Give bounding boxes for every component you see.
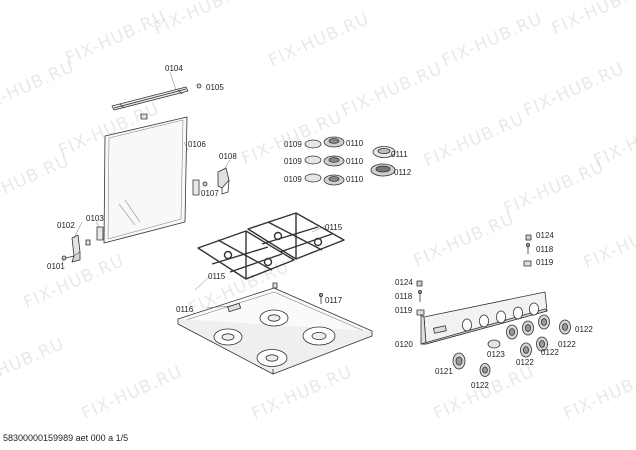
- callout-0120: 0120: [395, 340, 413, 349]
- wok-burner-cap: [370, 163, 396, 177]
- spring-icon: [272, 282, 278, 289]
- door-clip: [140, 113, 148, 120]
- callout-0115: 0115: [208, 272, 226, 281]
- callout-0103: 0103: [86, 214, 104, 223]
- callout-0112: 0112: [394, 168, 412, 177]
- callout-0122: 0122: [558, 340, 576, 349]
- callout-0123: 0123: [487, 350, 505, 359]
- callout-0101: 0101: [47, 262, 65, 271]
- leader-lines: [61, 71, 326, 309]
- callout-0116: 0116: [176, 305, 194, 314]
- callout-0104: 0104: [165, 64, 183, 73]
- callout-0102: 0102: [57, 221, 75, 230]
- indicator-lamp: [416, 234, 532, 287]
- callout-0109: 0109: [284, 175, 302, 184]
- callout-0109: 0109: [284, 140, 302, 149]
- door-top-trim: [111, 86, 189, 111]
- left-hinge-block: [85, 226, 104, 246]
- callout-0117: 0117: [325, 296, 343, 305]
- callout-0108: 0108: [219, 152, 237, 161]
- document-footer: 58300000159989 aet 000 a 1/5: [3, 433, 129, 443]
- callout-0122: 0122: [516, 358, 534, 367]
- callout-0118: 0118: [395, 292, 413, 301]
- callout-0122: 0122: [575, 325, 593, 334]
- callout-0106: 0106: [188, 140, 206, 149]
- screw-icon: [196, 83, 202, 89]
- wok-burner-ring: [372, 146, 396, 158]
- callout-0111: 0111: [391, 150, 408, 159]
- callout-0124: 0124: [536, 231, 554, 240]
- control-panel-fascia: [420, 291, 548, 345]
- pan-support-right: [247, 212, 345, 260]
- callout-0105: 0105: [206, 83, 224, 92]
- door-glass-panel: [103, 116, 188, 244]
- callout-0122: 0122: [471, 381, 489, 390]
- callout-0118: 0118: [536, 245, 554, 254]
- switch-screw: [417, 242, 531, 302]
- callout-0124: 0124: [395, 278, 413, 287]
- left-door-hinge: [61, 234, 81, 263]
- callout-0115: 0115: [325, 223, 343, 232]
- callout-0119: 0119: [395, 306, 413, 315]
- hob-fixing-screw: [318, 292, 323, 304]
- right-door-hinge: [217, 167, 230, 195]
- ignition-switch: [416, 260, 532, 316]
- control-knob: [452, 314, 571, 377]
- right-hinge-block: [192, 179, 208, 196]
- callout-0122: 0122: [541, 348, 559, 357]
- callout-0119: 0119: [536, 258, 554, 267]
- pan-support-left: [197, 230, 295, 280]
- callout-0109: 0109: [284, 157, 302, 166]
- knob-bezel: [487, 339, 501, 349]
- hob-burner-seat: [213, 309, 336, 367]
- burner-cap: [323, 136, 345, 186]
- callout-0107: 0107: [201, 189, 219, 198]
- callout-0110: 0110: [346, 157, 364, 166]
- callout-0110: 0110: [346, 139, 364, 148]
- callout-0121: 0121: [435, 367, 453, 376]
- burner-ring: [304, 139, 322, 183]
- callout-0110: 0110: [346, 175, 364, 184]
